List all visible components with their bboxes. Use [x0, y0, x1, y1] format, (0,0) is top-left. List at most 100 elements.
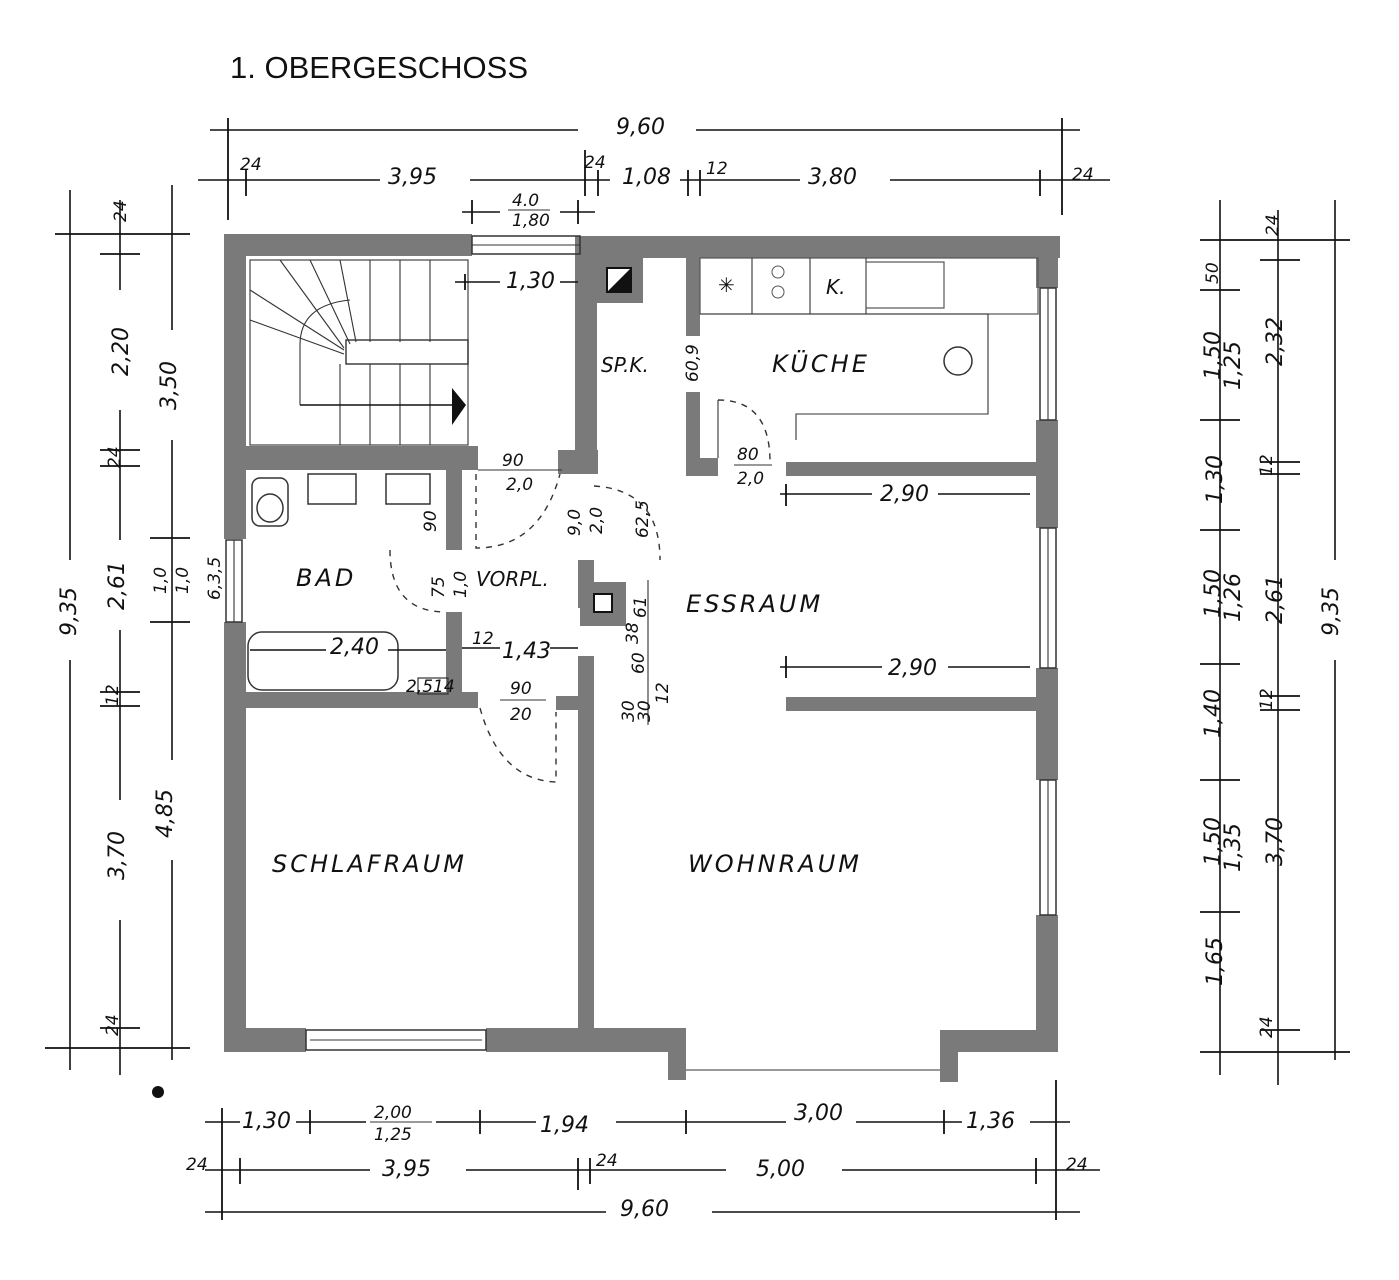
dim-left-f: 1,0	[151, 567, 171, 594]
dim-right-i: 1,26	[1221, 573, 1246, 622]
room-bad-label: BAD	[296, 564, 356, 592]
dim-spk-door: 60,9	[683, 344, 703, 382]
kitchen-k-label: K.	[826, 275, 845, 299]
dim-bottom-e: 1,36	[966, 1109, 1015, 1134]
dim-top-c: 24	[584, 153, 606, 173]
dim-left-g: 1,0	[173, 567, 193, 594]
bath-fixtures	[247, 473, 449, 695]
dim-shaft-b: 38	[623, 622, 643, 644]
windows	[225, 235, 1057, 1071]
dim-left-b: 2,20	[109, 327, 134, 376]
dim-ess-mid: 2,90	[888, 656, 937, 681]
dim-bottom-a: 1,30	[242, 1109, 291, 1134]
staircase	[249, 259, 469, 446]
dim-top-b: 3,95	[388, 165, 437, 190]
kitchen-fixtures: ✳ K.	[699, 257, 1039, 440]
dim-bottom-i: 5,00	[756, 1157, 805, 1182]
dim-right-l: 1,40	[1201, 689, 1226, 738]
dim-top-g: 24	[1072, 165, 1094, 185]
dim-bath-len: 2,40	[330, 635, 379, 660]
dim-left-d: 24	[105, 446, 125, 468]
dim-bottom-g: 3,95	[382, 1157, 431, 1182]
room-spk-label: SP.K.	[601, 353, 649, 377]
dim-right-a: 24	[1263, 214, 1283, 236]
dimensions-bottom: 1,30 2,00 1,25 1,94 3,00 1,36 24 3,95 24…	[186, 1080, 1100, 1222]
dim-right-j: 2,61	[1263, 575, 1288, 624]
room-essraum-label: ESSRAUM	[686, 590, 823, 618]
dim-vor-c: 1,0	[451, 571, 471, 598]
dim-top-total: 9,60	[616, 115, 665, 140]
plan-title: 1. OBERGESCHOSS	[230, 50, 528, 85]
dim-right-h: 1,50	[1201, 569, 1226, 618]
dim-door-kueche-top: 80	[737, 445, 759, 465]
dim-left-total: 9,35	[57, 587, 82, 636]
svg-text:✳: ✳	[718, 273, 735, 297]
dim-shaft-d: 30	[619, 700, 639, 722]
dim-shaft-c: 60	[629, 652, 649, 674]
dim-bottom-b-bot: 1,25	[374, 1125, 412, 1145]
room-schlafraum-label: SCHLAFRAUM	[272, 850, 467, 878]
dim-top-e: 12	[706, 159, 728, 179]
dimensions-left: 24 2,20 3,50 24 2,61 1,0 1,0 12 3,70 4,8…	[45, 185, 225, 1075]
dim-top-d: 1,08	[622, 165, 671, 190]
dim-right-total: 9,35	[1319, 587, 1344, 636]
walls	[224, 234, 1060, 1082]
dim-door-bad-top: 90	[502, 451, 524, 471]
dim-left-c: 3,50	[157, 361, 182, 410]
dim-bottom-b-top: 2,00	[374, 1103, 412, 1123]
door-swings	[389, 399, 771, 783]
dim-right-f: 1,30	[1203, 455, 1228, 504]
dim-left-a: 24	[111, 200, 131, 222]
dim-bath-small: 2,514	[406, 677, 455, 697]
dim-left-j: 4,85	[153, 789, 178, 838]
dim-right-g: 12	[1257, 454, 1277, 476]
dim-shaft-a: 61	[631, 596, 651, 618]
dim-left-k: 24	[103, 1014, 123, 1036]
dim-bottom-d: 3,00	[794, 1101, 843, 1126]
dim-right-q: 24	[1257, 1016, 1277, 1038]
dim-ess-top: 2,90	[880, 482, 929, 507]
dim-bottom-h: 24	[596, 1151, 618, 1171]
dim-left-i: 3,70	[105, 831, 130, 880]
dim-top-f: 3,80	[808, 165, 857, 190]
ink-dot	[152, 1086, 164, 1098]
dim-bath-w: 12	[472, 629, 494, 649]
dim-vor-d: 9,0	[565, 509, 585, 536]
dim-hall: 1,43	[502, 639, 551, 664]
dim-stair: 1,30	[506, 269, 555, 294]
room-wohnraum-label: WOHNRAUM	[688, 850, 862, 878]
dim-left-h: 12	[103, 684, 123, 706]
dim-right-o: 3,70	[1263, 817, 1288, 866]
room-labels: KÜCHE SP.K. BAD VORPL. ESSRAUM SCHLAFRAU…	[272, 349, 870, 878]
room-kueche-label: KÜCHE	[772, 349, 870, 378]
dim-left-l: 6,3,5	[205, 557, 225, 600]
dim-right-b: 50	[1203, 262, 1223, 284]
dim-right-n: 1,35	[1221, 823, 1246, 872]
dim-door-schlaf-top: 90	[510, 679, 532, 699]
dim-top-a: 24	[240, 155, 262, 175]
dim-right-m: 1,50	[1201, 817, 1226, 866]
dim-right-p: 1,65	[1203, 937, 1228, 986]
dim-bottom-j: 24	[1066, 1155, 1088, 1175]
dim-door-kueche-bot: 2,0	[737, 469, 764, 489]
dim-vor-a: 90	[421, 510, 441, 532]
dim-right-k: 12	[1257, 688, 1277, 710]
dim-top-win-bot: 1,80	[512, 211, 550, 231]
dim-right-d: 1,25	[1221, 341, 1246, 390]
room-vorpl-label: VORPL.	[476, 567, 549, 591]
dimensions-top: 9,60 24 3,95 24 1,08 12 3,80 24 4.0 1,80	[198, 112, 1110, 231]
dim-right-c: 1,50	[1201, 331, 1226, 380]
dim-bottom-f: 24	[186, 1155, 208, 1175]
dim-vor-f: 62,5	[633, 500, 653, 538]
dim-right-e: 2,32	[1263, 317, 1288, 366]
dim-vor-e: 2,0	[587, 507, 607, 534]
dim-left-e: 2,61	[105, 561, 130, 610]
dim-bottom-c: 1,94	[540, 1113, 589, 1138]
dim-shaft-e: 12	[653, 682, 673, 704]
dimensions-inner: 1,30 80 2,0 90 2,0 2,90 2,90 2,40 12 1,4…	[250, 268, 1030, 725]
dim-door-schlaf-bot: 20	[510, 705, 532, 725]
dim-door-bad-bot: 2,0	[506, 475, 533, 495]
dim-shaft-f: 30	[635, 700, 655, 722]
dim-bottom-total: 9,60	[620, 1197, 669, 1222]
